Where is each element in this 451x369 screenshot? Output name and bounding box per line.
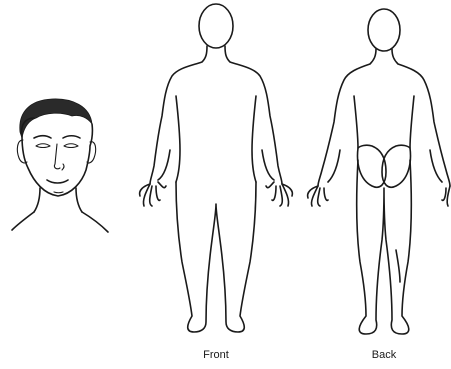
- back-body-outline: [318, 49, 450, 186]
- face-right-eye: [64, 144, 78, 148]
- label-front: Front: [203, 349, 229, 361]
- front-left-hand: [140, 182, 166, 206]
- back-torso: [328, 96, 442, 182]
- front-figure: [140, 4, 293, 332]
- back-left-hand: [308, 186, 328, 206]
- face-chin: [54, 192, 63, 193]
- back-head: [368, 9, 400, 51]
- front-head: [199, 4, 233, 48]
- face-right-eyebrow: [63, 136, 80, 138]
- face-shoulders: [12, 212, 108, 232]
- back-figure: [308, 9, 450, 334]
- front-torso: [158, 96, 274, 182]
- face-left-eye: [36, 144, 50, 148]
- face-outline: [22, 118, 93, 196]
- face-neck: [34, 188, 82, 212]
- face-left-eyebrow: [34, 136, 51, 138]
- back-buttocks: [358, 145, 411, 187]
- front-right-hand: [266, 182, 292, 206]
- label-back: Back: [372, 349, 397, 361]
- front-legs: [176, 182, 256, 332]
- face-mouth: [47, 180, 68, 183]
- face-nose: [54, 144, 64, 170]
- back-legs: [357, 160, 412, 334]
- face-illustration: [12, 99, 108, 232]
- front-body-outline: [150, 46, 282, 184]
- back-right-hand: [442, 186, 450, 206]
